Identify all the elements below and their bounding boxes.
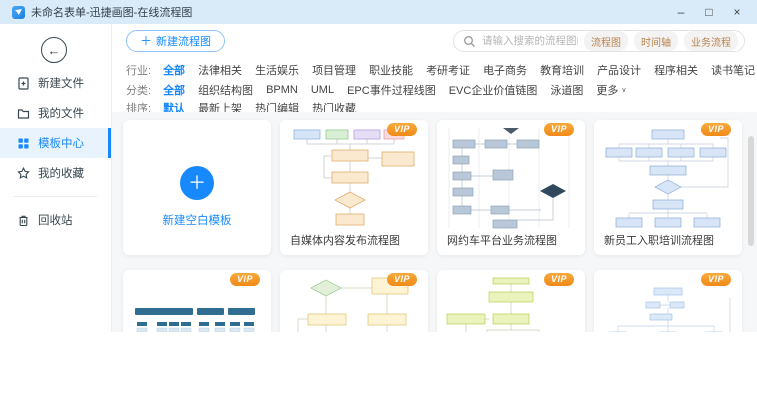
template-title: 网约车平台业务流程图 [447, 235, 557, 247]
sidebar-item-label: 新建文件 [38, 78, 84, 90]
template-thumbnail [297, 277, 409, 332]
new-flowchart-button[interactable]: ＋ 新建流程图 [126, 30, 226, 52]
template-thumbnail [135, 308, 255, 332]
template-thumbnail [605, 129, 729, 228]
search-input[interactable] [482, 35, 578, 47]
sidebar-divider [14, 196, 97, 197]
sidebar-item-template-center[interactable]: 模板中心 [0, 128, 111, 158]
sidebar-item-label: 我的收藏 [38, 168, 84, 180]
sidebar-item-new-file[interactable]: 新建文件 [0, 68, 111, 98]
category-option[interactable]: EPC事件过程线图 [347, 85, 436, 97]
scrollbar[interactable] [748, 136, 754, 246]
industry-option[interactable]: 读书笔记 [711, 65, 756, 77]
titlebar: 未命名表单-迅捷画图-在线流程图 – □ × [0, 0, 757, 24]
search-tag-flowchart[interactable]: 流程图 [584, 31, 628, 51]
vip-badge: VIP [386, 123, 417, 136]
sidebar: ← 新建文件 我的文件 模板中心 我的收藏 [0, 24, 112, 332]
template-thumbnail [448, 128, 570, 229]
folder-icon [17, 108, 30, 119]
window-title: 未命名表单-迅捷画图-在线流程图 [31, 7, 193, 19]
category-option[interactable]: BPMN [266, 84, 298, 96]
template-card-ride-hailing[interactable]: VIP 网约车平台业务流程图 [437, 120, 585, 255]
grid-icon [18, 138, 29, 148]
maximize-button[interactable]: □ [705, 5, 713, 19]
sidebar-item-label: 回收站 [38, 215, 73, 227]
search-tag-timeline[interactable]: 时间轴 [634, 31, 678, 51]
template-card-self-media[interactable]: VIP 自媒体内容发布流程图 [280, 120, 428, 255]
industry-option[interactable]: 产品设计 [597, 65, 642, 77]
category-option[interactable]: EVC企业价值链图 [448, 85, 538, 97]
industry-option[interactable]: 考研考证 [426, 65, 471, 77]
industry-option[interactable]: 电子商务 [483, 65, 528, 77]
template-title: 新员工入职培训流程图 [604, 235, 714, 247]
new-file-icon [18, 76, 29, 90]
vip-badge: VIP [700, 273, 731, 286]
app-window: 未命名表单-迅捷画图-在线流程图 – □ × ← 新建文件 我的文件 [0, 0, 757, 332]
template-card-partial-2[interactable]: VIP [280, 270, 428, 332]
industry-option[interactable]: 教育培训 [540, 65, 585, 77]
back-arrow-icon: ← [47, 42, 61, 58]
minimize-button[interactable]: – [677, 5, 685, 19]
category-option[interactable]: 全部 [163, 85, 186, 97]
template-list-area: ＋ 新建空白模板 [112, 112, 757, 332]
template-grid: ＋ 新建空白模板 [112, 112, 757, 332]
chevron-down-icon: ∨ [621, 87, 627, 94]
trash-icon [19, 215, 28, 226]
industry-option[interactable]: 全部 [163, 65, 186, 77]
star-icon [17, 166, 30, 179]
app-logo-icon [12, 5, 25, 19]
industry-option[interactable]: 生活娱乐 [255, 65, 300, 77]
sidebar-item-trash[interactable]: 回收站 [0, 205, 111, 235]
search-icon [464, 35, 475, 47]
template-title: 自媒体内容发布流程图 [290, 235, 400, 247]
blank-template-label: 新建空白模板 [162, 215, 232, 227]
sidebar-item-favorites[interactable]: 我的收藏 [0, 158, 111, 188]
search-tag-business[interactable]: 业务流程 [684, 31, 738, 51]
industry-option[interactable]: 法律相关 [198, 65, 243, 77]
vip-badge: VIP [543, 123, 574, 136]
window-controls: – □ × [667, 0, 751, 24]
search-bar: 流程图 时间轴 业务流程 [453, 30, 745, 52]
industry-option[interactable]: 程序相关 [654, 65, 699, 77]
main-content: ＋ 新建流程图 流程图 时间轴 业务流程 行业: 全部 法律相关 生活娱乐 项目… [112, 24, 757, 332]
category-option[interactable]: 组织结构图 [198, 85, 254, 97]
sidebar-item-label: 我的文件 [38, 108, 84, 120]
template-thumbnail [446, 277, 540, 332]
close-button[interactable]: × [733, 5, 741, 19]
vip-badge: VIP [386, 273, 417, 286]
template-card-partial-1[interactable]: VIP [123, 270, 271, 332]
category-filter-row: 分类: 全部 组织结构图 BPMN UML EPC事件过程线图 EVC企业价值链… [126, 82, 639, 98]
template-card-partial-3[interactable]: VIP [437, 270, 585, 332]
category-label: 分类: [126, 85, 152, 97]
add-blank-template-button[interactable]: ＋ [180, 166, 214, 200]
vip-badge: VIP [700, 123, 731, 136]
category-option[interactable]: 泳道图 [550, 85, 584, 97]
industry-option[interactable]: 项目管理 [312, 65, 357, 77]
template-thumbnail [293, 129, 415, 226]
new-flowchart-label: 新建流程图 [156, 36, 212, 48]
vip-badge: VIP [543, 273, 574, 286]
plus-icon: ＋ [188, 173, 206, 193]
template-card-partial-4[interactable]: VIP [594, 270, 742, 332]
vip-badge: VIP [229, 273, 260, 286]
industry-label: 行业: [126, 65, 152, 77]
industry-filter-row: 行业: 全部 法律相关 生活娱乐 项目管理 职业技能 考研考证 电子商务 教育培… [126, 62, 757, 78]
template-thumbnail [609, 287, 731, 332]
industry-option[interactable]: 职业技能 [369, 65, 414, 77]
sidebar-item-my-files[interactable]: 我的文件 [0, 98, 111, 128]
more-label: 更多 [596, 85, 619, 97]
blank-template-card[interactable]: ＋ 新建空白模板 [123, 120, 271, 255]
category-option[interactable]: UML [310, 84, 335, 96]
back-button[interactable]: ← [41, 37, 67, 63]
sidebar-item-label: 模板中心 [38, 138, 84, 150]
template-card-employee-training[interactable]: VIP 新员工入职培训流程图 [594, 120, 742, 255]
plus-icon: ＋ [140, 34, 153, 48]
category-more-option[interactable]: 更多 ∨ [596, 82, 626, 98]
